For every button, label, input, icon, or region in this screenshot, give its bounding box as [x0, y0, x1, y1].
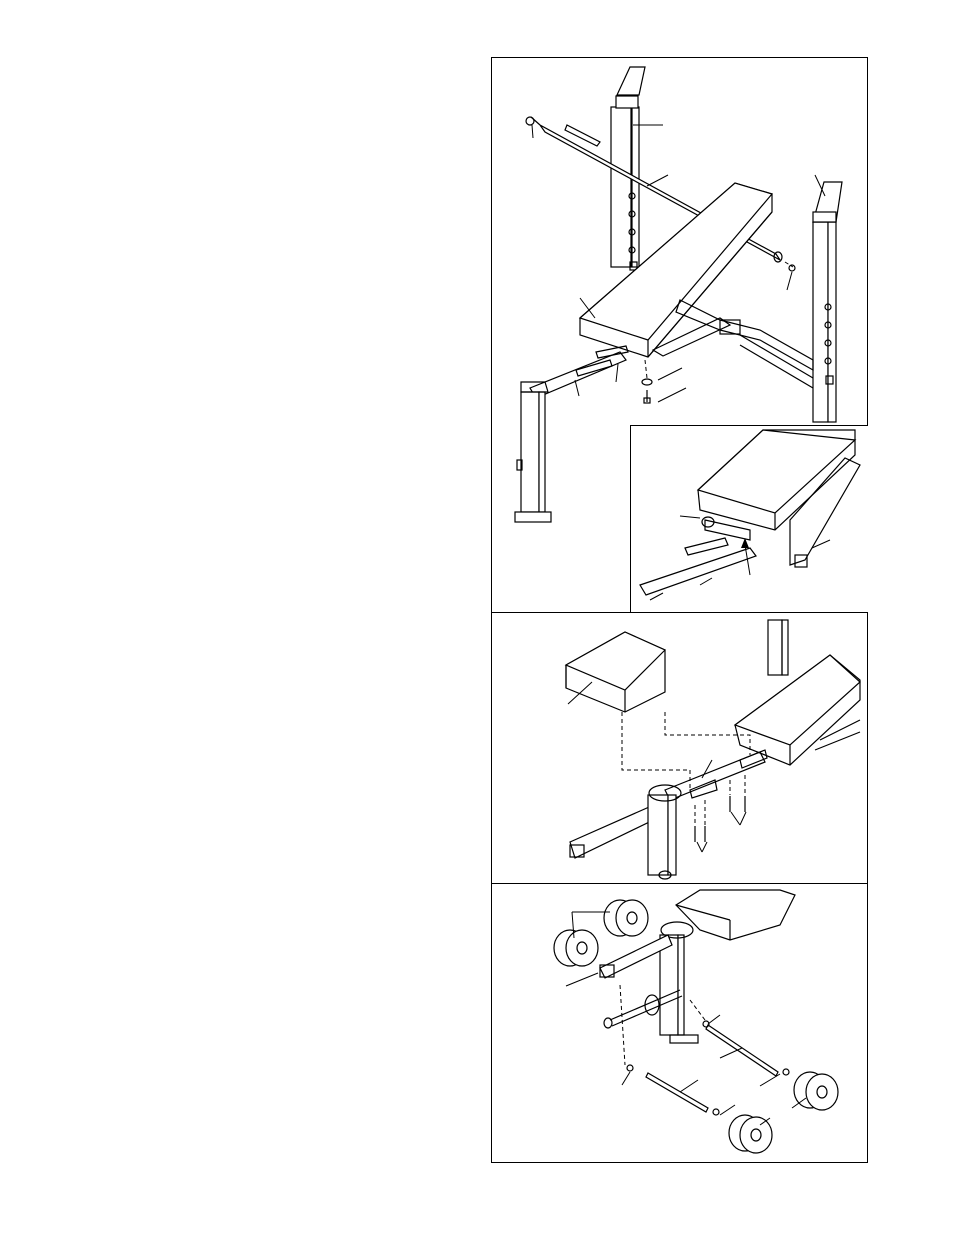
- bench-edge-drawing: [676, 890, 795, 940]
- lower-rollers-drawing: [729, 1072, 838, 1153]
- callout-leaders-panel-3: [566, 912, 806, 1125]
